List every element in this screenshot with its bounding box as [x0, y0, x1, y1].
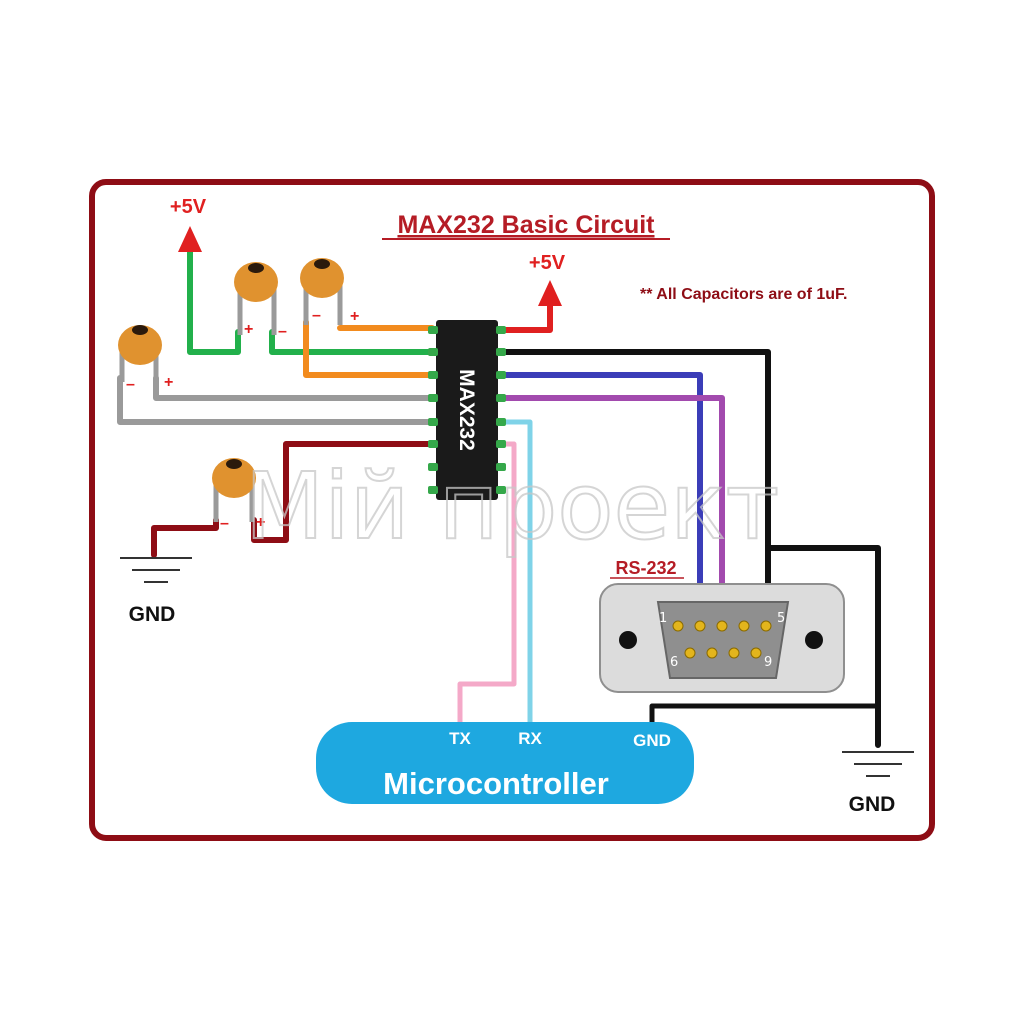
wire-red-vcc — [497, 297, 553, 333]
cap4-minus: – — [220, 515, 229, 532]
ground-symbol-right — [842, 751, 914, 777]
capacitor-4 — [212, 458, 256, 522]
diagram-title: MAX232 Basic Circuit — [397, 211, 655, 239]
watermark: Мій проект — [245, 453, 780, 560]
polarity-marks: – + + – – + – + — [126, 307, 359, 532]
microcontroller-body — [316, 722, 694, 804]
wire-purple — [497, 395, 725, 628]
wire-black-pin5 — [497, 349, 771, 628]
microcontroller: TX RX GND Microcontroller — [316, 722, 694, 804]
cap1-plus: + — [164, 374, 173, 391]
chip-pins-right — [496, 326, 506, 494]
vcc-arrow-left — [178, 226, 202, 252]
pin-6-label: 6 — [670, 655, 678, 670]
capacitor-note: ** All Capacitors are of 1uF. — [640, 286, 847, 303]
gnd-label-left: GND — [129, 603, 176, 626]
wire-blue — [497, 372, 703, 628]
wire-gray-a — [153, 375, 435, 401]
ground-symbol-left — [120, 557, 192, 583]
microcontroller-label: Microcontroller — [383, 766, 609, 801]
wire-gray-b — [117, 375, 435, 425]
max232-chip: MAX232 — [428, 320, 506, 500]
vcc-label-right: +5V — [529, 252, 566, 274]
wire-black-mcu-gnd — [649, 703, 881, 728]
vcc-arrow-right — [538, 280, 562, 306]
wire-darkred-b — [151, 517, 219, 558]
wire-darkred-a — [251, 441, 435, 543]
mcu-gnd-label: GND — [633, 731, 671, 750]
gnd-label-right: GND — [849, 793, 896, 816]
connector-body — [656, 601, 790, 679]
chip-label: MAX232 — [455, 369, 478, 451]
cap2-plus: + — [244, 321, 253, 338]
wire-cyan-rx — [497, 419, 533, 731]
cap1-minus: – — [126, 376, 135, 393]
mcu-tx-label: TX — [449, 729, 471, 748]
connector-screw-right — [805, 631, 823, 649]
capacitor-2 — [234, 262, 278, 335]
pin-1-label: 1 — [659, 611, 667, 626]
chip-body — [436, 320, 498, 500]
connector-pins — [672, 620, 772, 659]
chip-pins-left — [428, 326, 438, 494]
wire-green-a — [187, 247, 241, 355]
connector-screw-left — [619, 631, 637, 649]
mcu-rx-label: RX — [518, 729, 542, 748]
cap2-minus: – — [278, 323, 287, 340]
cap3-plus: + — [350, 308, 359, 325]
wire-orange-b — [303, 319, 435, 378]
rs232-label: RS-232 — [615, 558, 676, 578]
cap3-minus: – — [312, 307, 321, 324]
rs232-connector: 1 5 6 9 — [599, 583, 845, 693]
capacitor-1 — [118, 325, 162, 382]
wire-green-b — [269, 329, 435, 355]
wire-black-ground — [765, 545, 881, 748]
pin-9-label: 9 — [764, 655, 772, 670]
wires — [117, 247, 881, 748]
vcc-label-left: +5V — [170, 196, 207, 218]
wire-pink-tx — [457, 441, 517, 731]
capacitor-3 — [300, 258, 344, 325]
cap4-plus: + — [256, 514, 265, 531]
pin-5-label: 5 — [777, 611, 785, 626]
